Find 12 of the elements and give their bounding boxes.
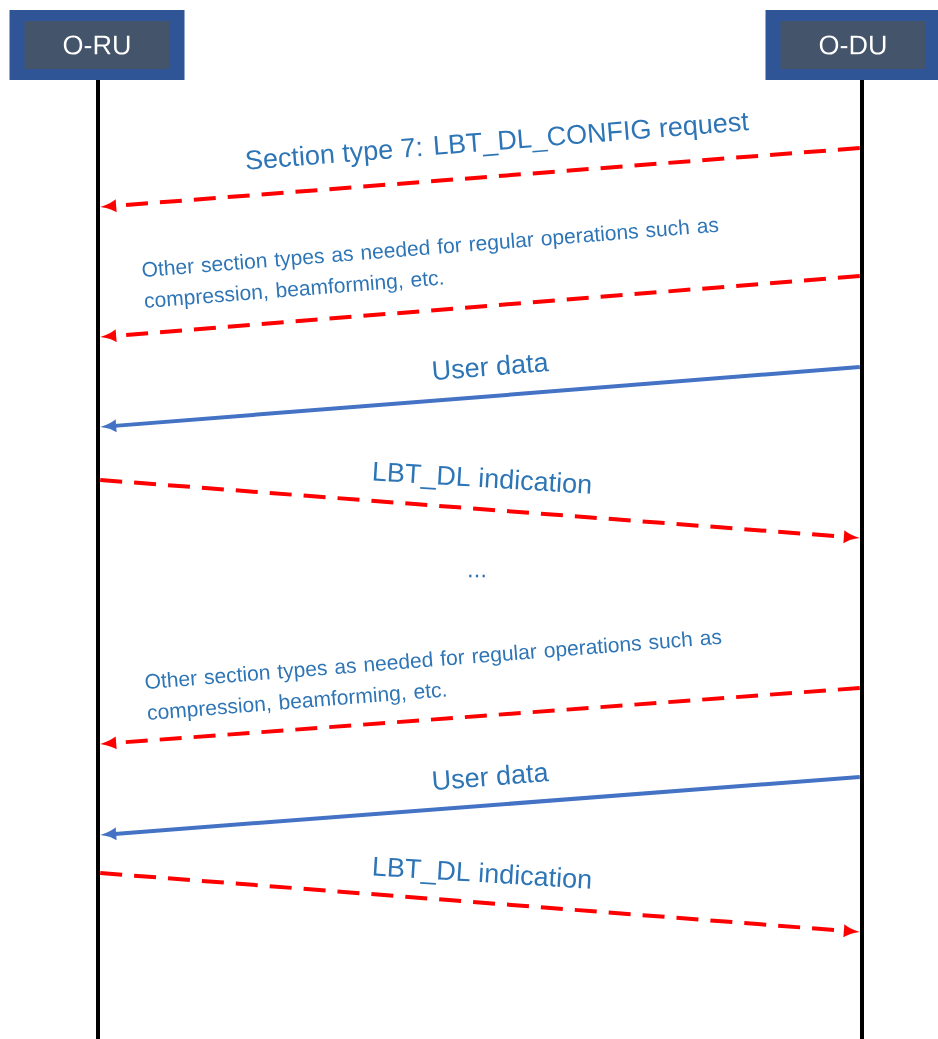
edge-label: Other section types as needed for regular operations such as compression, beamforming, etc. — [142, 219, 719, 310]
edge-label: User data — [433, 354, 550, 380]
lifeline — [860, 80, 864, 1039]
header-box: O-DU — [765, 10, 938, 80]
ellipsis-text: ... — [469, 574, 485, 578]
edge-label: LBT_DL indication — [373, 856, 591, 889]
header-box: O-RU — [9, 10, 185, 80]
edge-label: Other section types as needed for regular operations such as compression, beamforming, etc. — [145, 631, 722, 722]
edge-label: User data — [433, 764, 550, 790]
lifeline — [96, 80, 100, 1039]
edge-label: Section type 7: LBT_DL_CONFIG request — [246, 113, 750, 170]
edge-label: LBT_DL indication — [373, 461, 591, 494]
